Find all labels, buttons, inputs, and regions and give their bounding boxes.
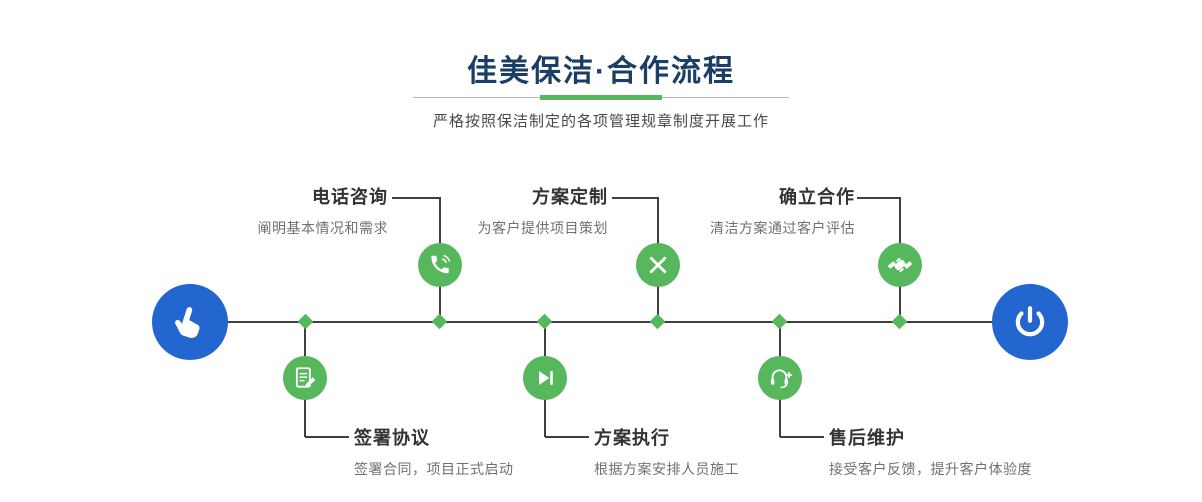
handshake-icon [887,252,913,278]
step-node-execution [523,356,567,400]
step-phone: 电话咨询 阐明基本情况和需求 [178,185,388,238]
step-description: 阐明基本情况和需求 [257,220,388,236]
step-node-cooperation [878,243,922,287]
step-node-contract [283,356,327,400]
step-description: 接受客户反馈，提升客户体验度 [829,461,1032,477]
step-description: 为客户提供项目策划 [477,220,608,236]
step-title: 确立合作 [779,187,855,207]
timeline-diamond-marker [771,313,788,330]
page-subtitle: 严格按照保洁制定的各项管理规章制度开展工作 [432,113,769,130]
step-node-phone [418,243,462,287]
step-description: 签署合同，项目正式启动 [354,461,514,477]
step-node-plan [636,243,680,287]
power-icon [1012,304,1048,340]
page-title: 佳美保洁·合作流程 [467,55,735,88]
step-plan: 方案定制 为客户提供项目策划 [398,185,608,238]
step-execution: 方案执行 根据方案安排人员施工 [594,426,884,479]
step-title: 售后维护 [829,428,905,448]
title-underline-accent [540,95,662,100]
contract-icon [292,365,318,391]
timeline-diamond-marker [297,313,314,330]
end-node [992,284,1068,360]
step-node-aftersales [758,356,802,400]
headset-plus-icon [767,365,793,391]
timeline-diamond-marker [431,313,448,330]
connector-line [612,197,658,199]
step-title: 电话咨询 [312,187,388,207]
connector-line [857,197,900,199]
connector-line [305,436,349,438]
timeline-diamond-marker [891,313,908,330]
timeline-main-line [190,321,1030,323]
step-aftersales: 售后维护 接受客户反馈，提升客户体验度 [829,426,1119,479]
step-description: 清洁方案通过客户评估 [710,220,855,236]
start-node [152,284,228,360]
connector-line [392,197,440,199]
pencil-cross-icon [645,252,671,278]
step-description: 根据方案安排人员施工 [594,461,739,477]
step-cooperation: 确立合作 清洁方案通过客户评估 [645,185,855,238]
timeline-diamond-marker [536,313,553,330]
connector-line [545,436,589,438]
step-title: 方案定制 [532,187,608,207]
step-title: 签署协议 [354,428,430,448]
phone-icon [427,252,453,278]
play-next-icon [532,365,558,391]
connector-line [780,436,824,438]
step-contract: 签署协议 签署合同，项目正式启动 [354,426,644,479]
pointing-hand-icon [171,303,209,341]
step-title: 方案执行 [594,428,670,448]
timeline-diamond-marker [649,313,666,330]
